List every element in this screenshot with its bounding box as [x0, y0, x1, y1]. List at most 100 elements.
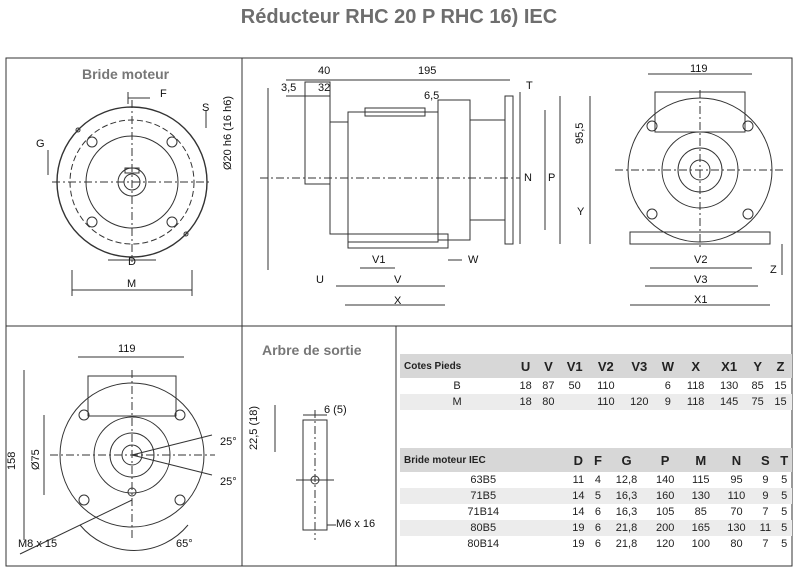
- feet-th: X: [679, 354, 713, 378]
- dim-M: M: [127, 278, 137, 290]
- cell: 118: [679, 394, 713, 410]
- cell: 165: [682, 520, 719, 536]
- cell: 71B14: [467, 506, 500, 518]
- dim-U: U: [316, 274, 324, 286]
- feet-th: Y: [746, 354, 770, 378]
- cell: 100: [691, 538, 710, 550]
- cell: 14: [566, 488, 591, 504]
- table-row: 80B14 19 6 21,8 120 100 80 7 5: [400, 536, 792, 552]
- table-row: 63B5 11 4 12,8 140 115 95 9 5: [400, 472, 792, 488]
- cell: 75: [746, 394, 770, 410]
- cell: 6: [594, 538, 602, 550]
- flange-th: Bride moteur IEC: [400, 448, 567, 472]
- cell: M: [400, 394, 515, 410]
- cell: 80B5: [400, 520, 567, 536]
- table-row: 71B14 14 6 16,3 105 85 70 7 5: [400, 504, 792, 520]
- dim-32: 32: [318, 82, 331, 94]
- dim-95-5: 95,5: [574, 122, 586, 144]
- cell: 85: [694, 506, 707, 518]
- section-bride-moteur: Bride moteur: [82, 66, 170, 82]
- cell: 120: [655, 538, 675, 550]
- cell: 14: [572, 506, 585, 518]
- feet-th: Z: [769, 354, 792, 378]
- cell: 9: [762, 474, 769, 486]
- dim-angle-25b: 25°: [220, 476, 237, 488]
- feet-th: V: [537, 354, 560, 378]
- page-title: Réducteur RHC 20 P RHC 16) IEC: [240, 6, 558, 28]
- side-view: [260, 79, 561, 306]
- feet-th: Cotes Pieds: [400, 354, 515, 378]
- cell: 63B5: [470, 474, 497, 486]
- dim-119a: 119: [690, 63, 708, 75]
- cell: 80B14: [467, 538, 500, 550]
- flange-th: G: [605, 448, 648, 472]
- cell: 16,3: [605, 488, 648, 504]
- cell: 130: [682, 488, 719, 504]
- cell: 15: [769, 394, 792, 410]
- cell: 160: [647, 488, 683, 504]
- flange-th: D: [566, 448, 591, 472]
- cell: 105: [655, 506, 675, 518]
- flange-th: F: [590, 448, 606, 472]
- cell: 85: [751, 380, 764, 392]
- feet-th: V1: [559, 354, 590, 378]
- flange-table: Bride moteur IEC D F G P M N S T 63B5 11…: [400, 448, 792, 552]
- dim-T: T: [526, 80, 533, 92]
- flange-th: N: [718, 448, 755, 472]
- flange-table-header: Bride moteur IEC D F G P M N S T: [400, 448, 792, 472]
- cell: 110: [589, 394, 623, 410]
- dim-M6x16: M6 x 16: [336, 518, 376, 530]
- feet-th: V3: [622, 354, 657, 378]
- cell: 80: [537, 394, 560, 410]
- dim-Y: Y: [577, 206, 585, 218]
- flange-th: T: [776, 448, 792, 472]
- cell: 12,8: [615, 474, 638, 486]
- cell: 130: [719, 380, 739, 392]
- flange-view: [47, 92, 212, 296]
- dim-22-5: 22,5 (18): [248, 405, 260, 450]
- cell: 9: [656, 394, 680, 410]
- dim-S: S: [202, 102, 210, 114]
- cell: 11: [754, 520, 777, 536]
- flange-th: P: [647, 448, 683, 472]
- table-row: M 18 80 110 120 9 118 145 75 15: [400, 394, 792, 410]
- cell: 18: [519, 380, 532, 392]
- dim-V1: V1: [372, 254, 386, 266]
- cell: 4: [594, 474, 602, 486]
- cell: 5: [781, 538, 788, 550]
- front-view-right: [589, 73, 785, 306]
- flange-th: M: [682, 448, 719, 472]
- dim-119b: 119: [118, 343, 136, 355]
- dim-F: F: [160, 88, 167, 100]
- dim-158: 158: [6, 451, 18, 470]
- table-row: B 18 87 50 110 6 118 130 85 15: [400, 378, 792, 394]
- feet-th: W: [656, 354, 680, 378]
- cell: 120: [622, 394, 657, 410]
- cell: 11: [572, 474, 585, 486]
- dim-N: N: [524, 172, 532, 184]
- cell: B: [453, 380, 461, 392]
- cell: 21,8: [615, 538, 638, 550]
- cell: 110: [597, 380, 615, 392]
- cell: 7: [762, 538, 769, 550]
- dim-Z: Z: [770, 264, 777, 276]
- cell: 5: [781, 474, 788, 486]
- flange-th: S: [754, 448, 777, 472]
- dim-V3: V3: [694, 274, 708, 286]
- dim-P: P: [548, 172, 556, 184]
- cell: 5: [781, 506, 788, 518]
- dim-X: X: [394, 295, 402, 307]
- dim-195: 195: [418, 65, 437, 77]
- cell: 15: [774, 380, 787, 392]
- cell: 50: [568, 380, 581, 392]
- dim-M8x15: M8 x 15: [18, 538, 58, 550]
- shaft-view: [274, 405, 336, 540]
- cell: 95: [730, 474, 743, 486]
- feet-table-header: Cotes Pieds U V V1 V2 V3 W X X1 Y Z: [400, 354, 792, 378]
- cell: 7: [762, 506, 769, 518]
- cell: 71B5: [400, 488, 567, 504]
- dim-3-5: 3,5: [281, 82, 297, 94]
- cell: 110: [718, 488, 755, 504]
- cell: 145: [712, 394, 747, 410]
